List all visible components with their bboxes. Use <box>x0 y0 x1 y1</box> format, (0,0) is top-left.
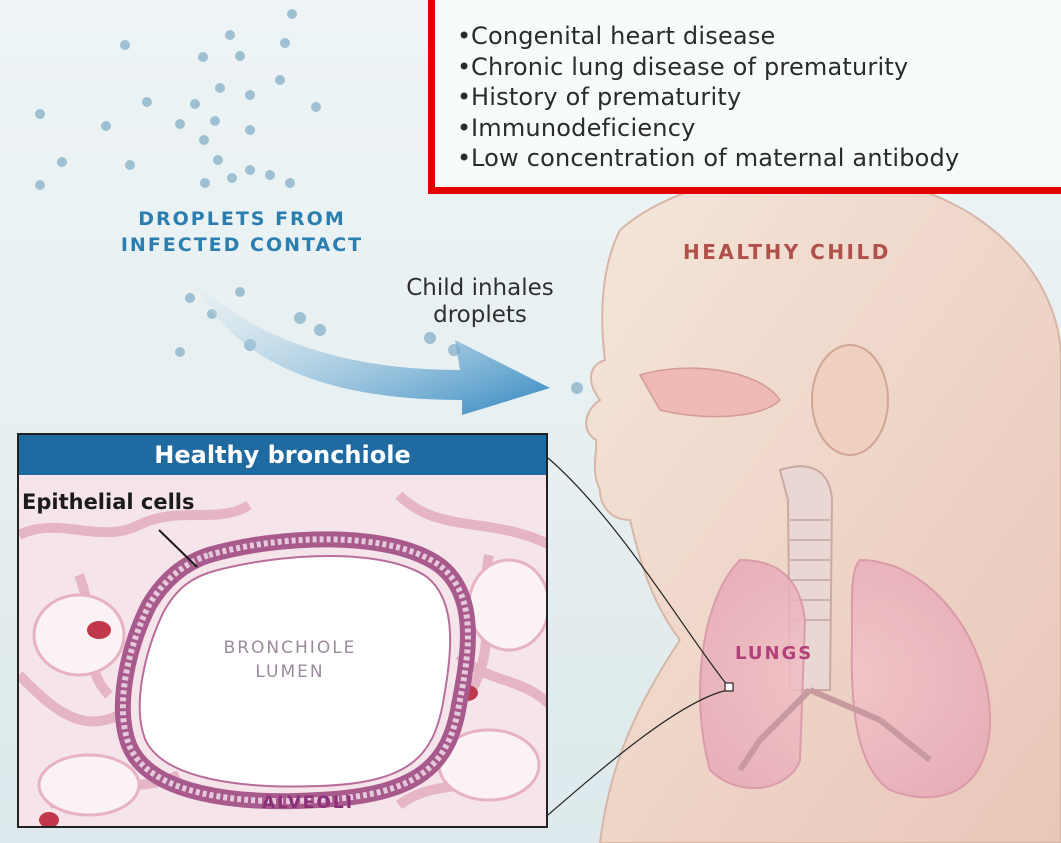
risk-item: •Congenital heart disease <box>457 21 959 52</box>
epithelial-cells-label: Epithelial cells <box>22 490 194 514</box>
droplets-label: DROPLETS FROM INFECTED CONTACT <box>92 206 392 258</box>
alveoli-label: ALVEOLI <box>262 793 354 813</box>
risk-item: •Low concentration of maternal antibody <box>457 143 959 174</box>
inhale-label: Child inhales droplets <box>380 275 580 329</box>
risk-item: •Immunodeficiency <box>457 113 959 144</box>
risk-item: •History of prematurity <box>457 82 959 113</box>
risk-factors-box: •Congenital heart disease •Chronic lung … <box>428 0 1061 194</box>
inset-title: Healthy bronchiole <box>19 435 546 475</box>
bronchiole-lumen-label: BRONCHIOLE LUMEN <box>190 636 390 684</box>
risk-item: •Chronic lung disease of prematurity <box>457 52 959 83</box>
healthy-child-label: HEALTHY CHILD <box>683 240 891 264</box>
lungs-label: LUNGS <box>735 643 813 664</box>
risk-factors-list: •Congenital heart disease •Chronic lung … <box>457 21 959 174</box>
